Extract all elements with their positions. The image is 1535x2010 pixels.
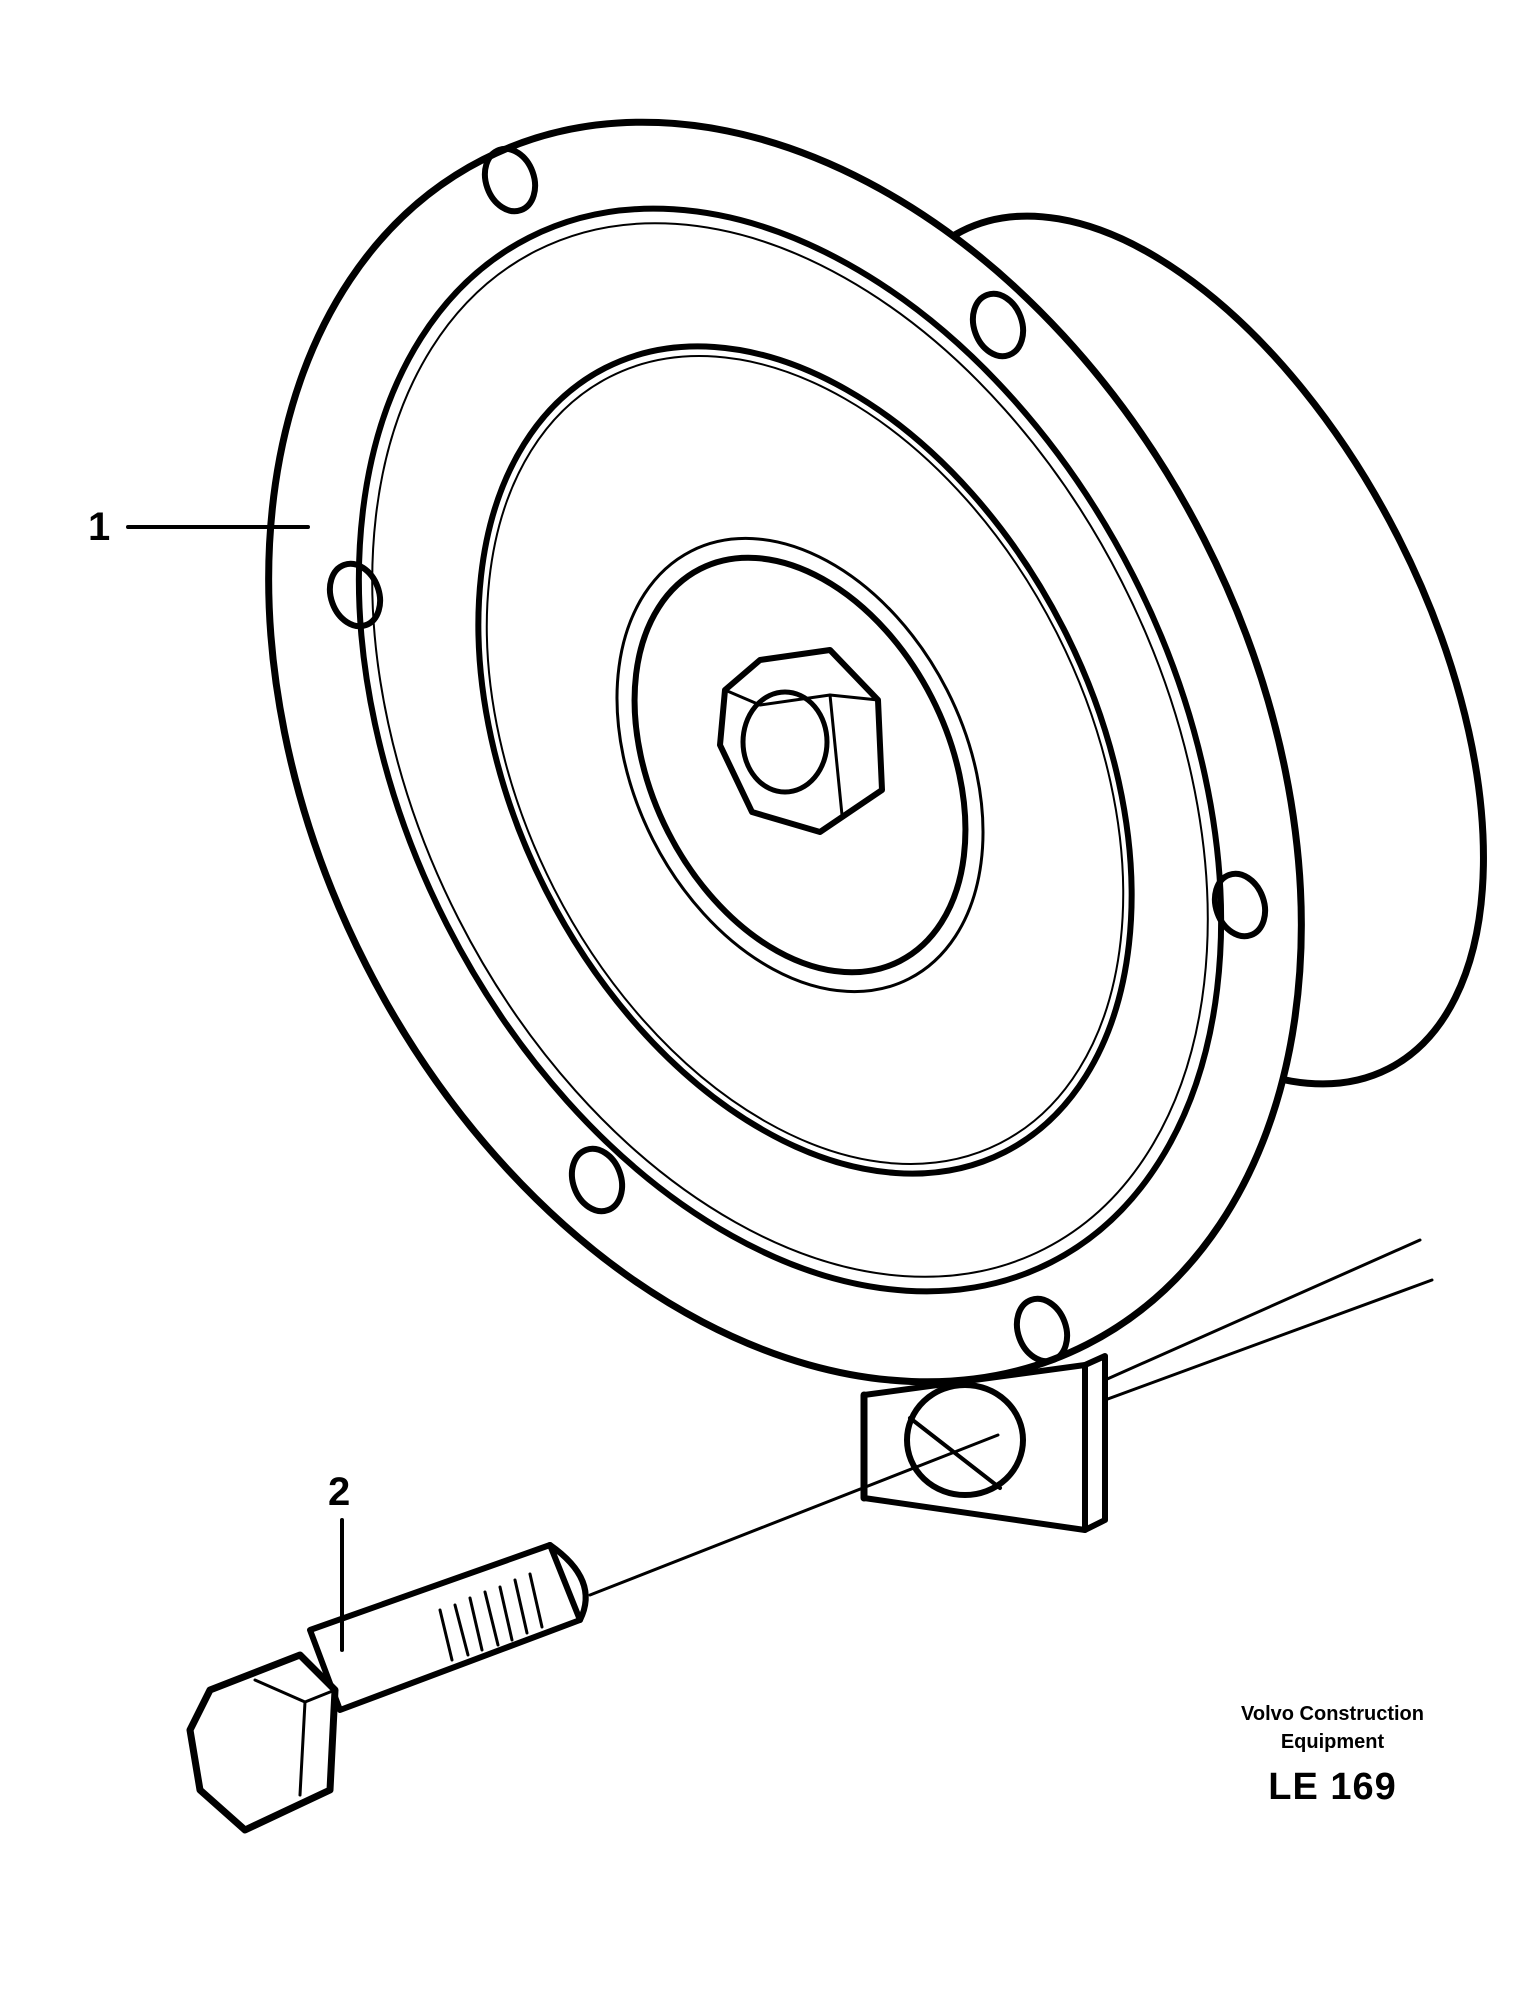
drawing-code: LE 169 [1268,1766,1397,1808]
bolt-axis-line [588,1433,1000,1597]
callout-1: 1 [88,505,111,549]
bolt-hole [568,1145,626,1215]
credit-line-2: Equipment [1280,1731,1385,1753]
flange-bolt-holes [326,145,1269,1365]
bolt-hole [1013,1295,1071,1365]
callout-2: 2 [328,1470,351,1514]
bolt-hole [481,145,539,215]
ground-lines [1103,1238,1434,1402]
bolt-hole [326,560,384,630]
center-hex-nut [717,647,885,835]
hex-bolt [186,1542,589,1834]
publisher-credit: Volvo Construction Equipment LE 169 [1185,1700,1480,1809]
credit-line-1: Volvo Construction [1241,1703,1424,1725]
bolt-hole [1211,870,1269,940]
bolt-hole [969,290,1027,360]
